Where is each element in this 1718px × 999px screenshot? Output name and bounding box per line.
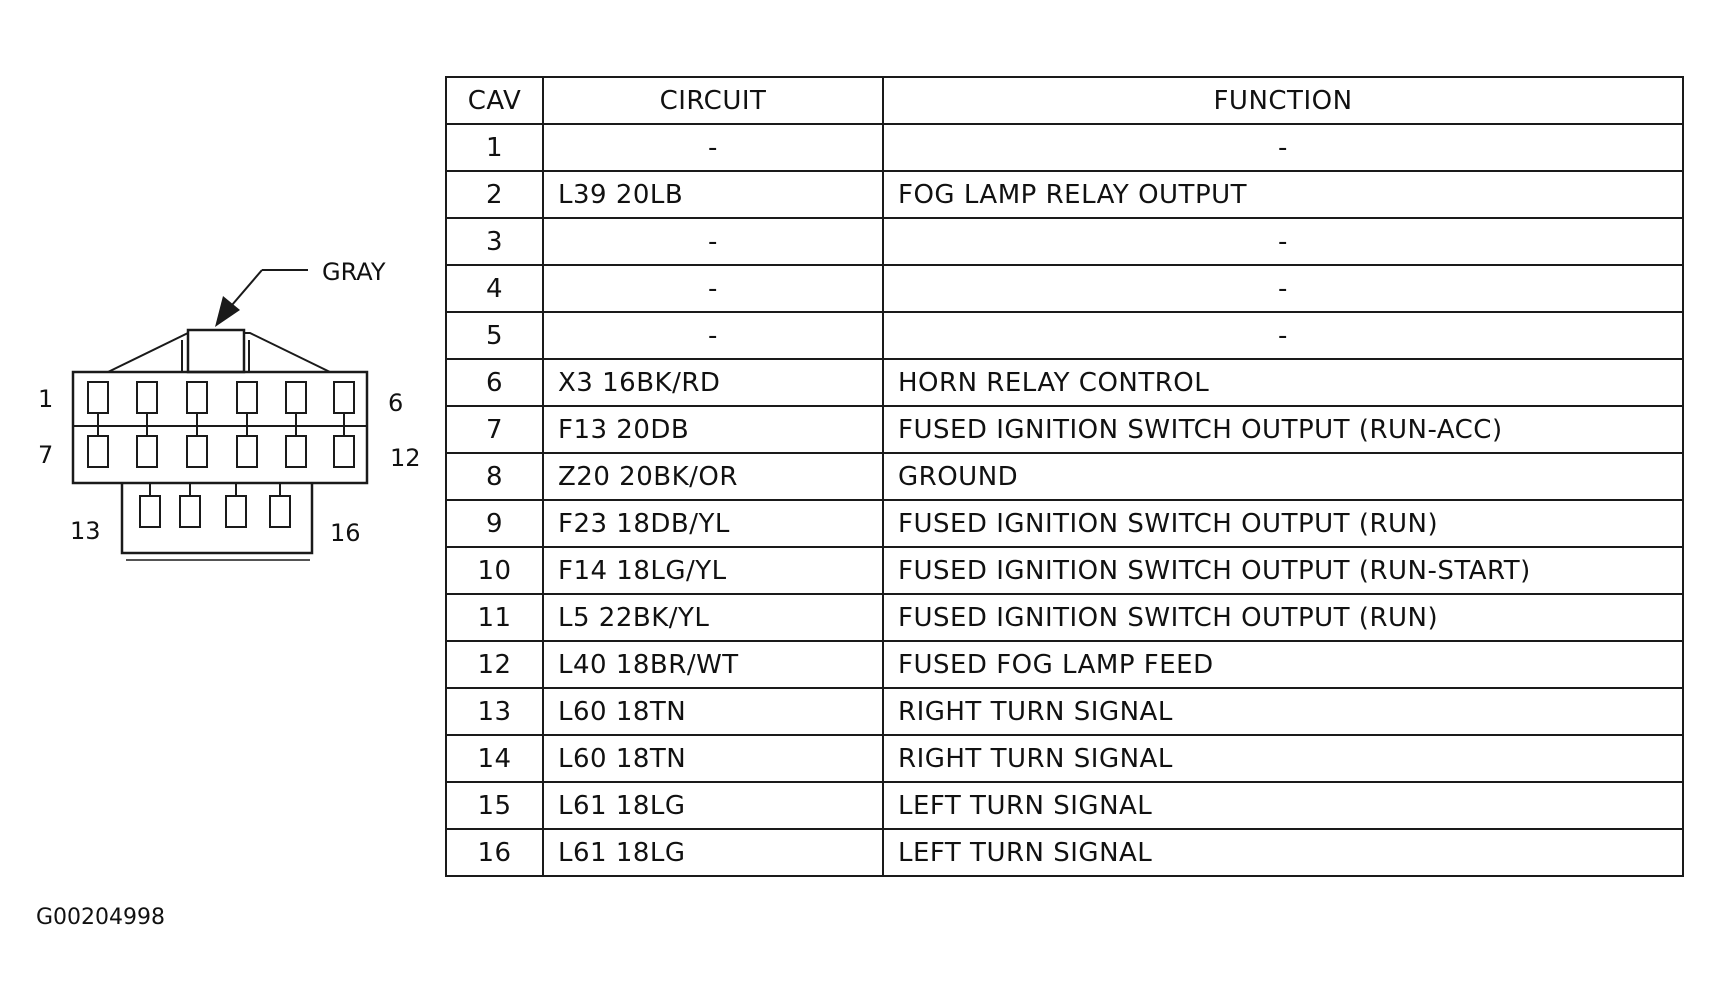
function-cell: FUSED IGNITION SWITCH OUTPUT (RUN) xyxy=(882,593,1684,642)
function-cell: GROUND xyxy=(882,452,1684,501)
cav-cell: 7 xyxy=(445,405,544,454)
table-row: 5-- xyxy=(445,311,1684,360)
connector-diagram: GRAY 1 6 7 12 13 16 xyxy=(38,258,421,561)
header-function: FUNCTION xyxy=(882,76,1684,125)
table-header-row: CAV CIRCUIT FUNCTION xyxy=(445,76,1684,125)
cav-cell: 8 xyxy=(445,452,544,501)
function-cell: - xyxy=(882,311,1684,360)
circuit-cell: - xyxy=(542,217,884,266)
cav-cell: 6 xyxy=(445,358,544,407)
circuit-cell: - xyxy=(542,264,884,313)
circuit-cell: L40 18BR/WT xyxy=(542,640,884,689)
function-cell: LEFT TURN SIGNAL xyxy=(882,828,1684,877)
circuit-cell: L61 18LG xyxy=(542,781,884,830)
circuit-cell: L39 20LB xyxy=(542,170,884,219)
cav-cell: 11 xyxy=(445,593,544,642)
pin-label-13: 13 xyxy=(70,517,101,545)
cav-cell: 1 xyxy=(445,123,544,172)
cav-cell: 3 xyxy=(445,217,544,266)
pin-label-12: 12 xyxy=(390,444,421,472)
cav-cell: 12 xyxy=(445,640,544,689)
function-cell: - xyxy=(882,217,1684,266)
cav-cell: 9 xyxy=(445,499,544,548)
cav-cell: 15 xyxy=(445,781,544,830)
cav-cell: 16 xyxy=(445,828,544,877)
pin-label-16: 16 xyxy=(330,519,361,547)
table-row: 4-- xyxy=(445,264,1684,313)
table-row: 1-- xyxy=(445,123,1684,172)
function-cell: RIGHT TURN SIGNAL xyxy=(882,687,1684,736)
table-row: 3-- xyxy=(445,217,1684,266)
figure-code: G00204998 xyxy=(36,905,166,930)
function-cell: FUSED IGNITION SWITCH OUTPUT (RUN) xyxy=(882,499,1684,548)
cav-cell: 10 xyxy=(445,546,544,595)
function-cell: - xyxy=(882,264,1684,313)
circuit-cell: L5 22BK/YL xyxy=(542,593,884,642)
header-circuit: CIRCUIT xyxy=(542,76,884,125)
function-cell: LEFT TURN SIGNAL xyxy=(882,781,1684,830)
function-cell: RIGHT TURN SIGNAL xyxy=(882,734,1684,783)
pin-label-7: 7 xyxy=(38,441,53,469)
circuit-cell: - xyxy=(542,123,884,172)
circuit-cell: F23 18DB/YL xyxy=(542,499,884,548)
cav-cell: 13 xyxy=(445,687,544,736)
circuit-cell: F14 18LG/YL xyxy=(542,546,884,595)
function-cell: FUSED IGNITION SWITCH OUTPUT (RUN-START) xyxy=(882,546,1684,595)
cav-cell: 4 xyxy=(445,264,544,313)
function-cell: FUSED IGNITION SWITCH OUTPUT (RUN-ACC) xyxy=(882,405,1684,454)
circuit-cell: L60 18TN xyxy=(542,734,884,783)
function-cell: - xyxy=(882,123,1684,172)
pin-label-1: 1 xyxy=(38,385,53,413)
cav-cell: 2 xyxy=(445,170,544,219)
connector-latch xyxy=(186,328,246,374)
circuit-cell: L61 18LG xyxy=(542,828,884,877)
circuit-cell: X3 16BK/RD xyxy=(542,358,884,407)
function-cell: FOG LAMP RELAY OUTPUT xyxy=(882,170,1684,219)
cavity-row-3 xyxy=(139,495,291,528)
connector-color-label: GRAY xyxy=(322,258,386,286)
pin-label-6: 6 xyxy=(388,389,403,417)
circuit-cell: L60 18TN xyxy=(542,687,884,736)
function-cell: HORN RELAY CONTROL xyxy=(882,358,1684,407)
cavity-row-2 xyxy=(87,435,355,468)
color-callout-arrowhead xyxy=(215,296,240,327)
header-cav: CAV xyxy=(445,76,544,125)
connector-housing xyxy=(71,370,369,485)
cav-cell: 14 xyxy=(445,734,544,783)
function-cell: FUSED FOG LAMP FEED xyxy=(882,640,1684,689)
cav-cell: 5 xyxy=(445,311,544,360)
cavity-row-1 xyxy=(87,381,355,414)
circuit-cell: Z20 20BK/OR xyxy=(542,452,884,501)
circuit-cell: F13 20DB xyxy=(542,405,884,454)
connector-lower-housing xyxy=(120,483,314,555)
circuit-cell: - xyxy=(542,311,884,360)
